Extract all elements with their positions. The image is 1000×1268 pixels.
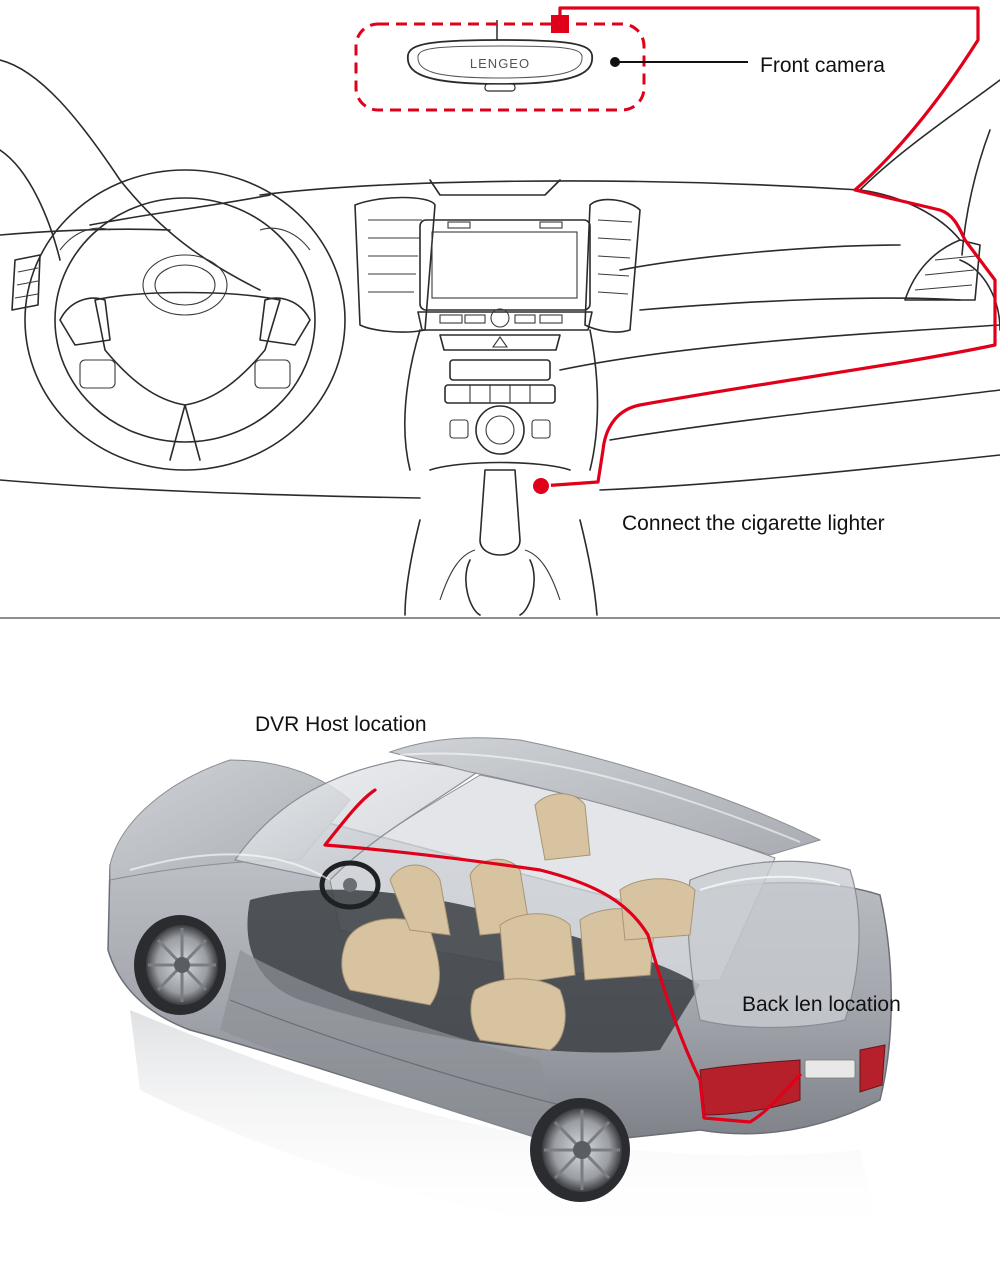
power-cable-route	[531, 6, 997, 496]
front-camera-pointer	[610, 57, 748, 67]
front-camera-label: Front camera	[760, 54, 885, 77]
car-illustration	[107, 737, 892, 1242]
dvr-host-label: DVR Host location	[255, 713, 427, 736]
back-lens-label: Back len location	[742, 993, 901, 1016]
rearview-mirror: LENGEO	[406, 20, 594, 92]
front-camera-highlight	[354, 22, 646, 112]
cigarette-lighter-label: Connect the cigarette lighter	[622, 512, 885, 535]
rear-camera-cable-route	[323, 788, 802, 1124]
dashboard-illustration	[0, 59, 1000, 619]
cigarette-lighter-socket	[531, 476, 551, 496]
mirror-brand-text: LENGEO	[470, 56, 530, 71]
